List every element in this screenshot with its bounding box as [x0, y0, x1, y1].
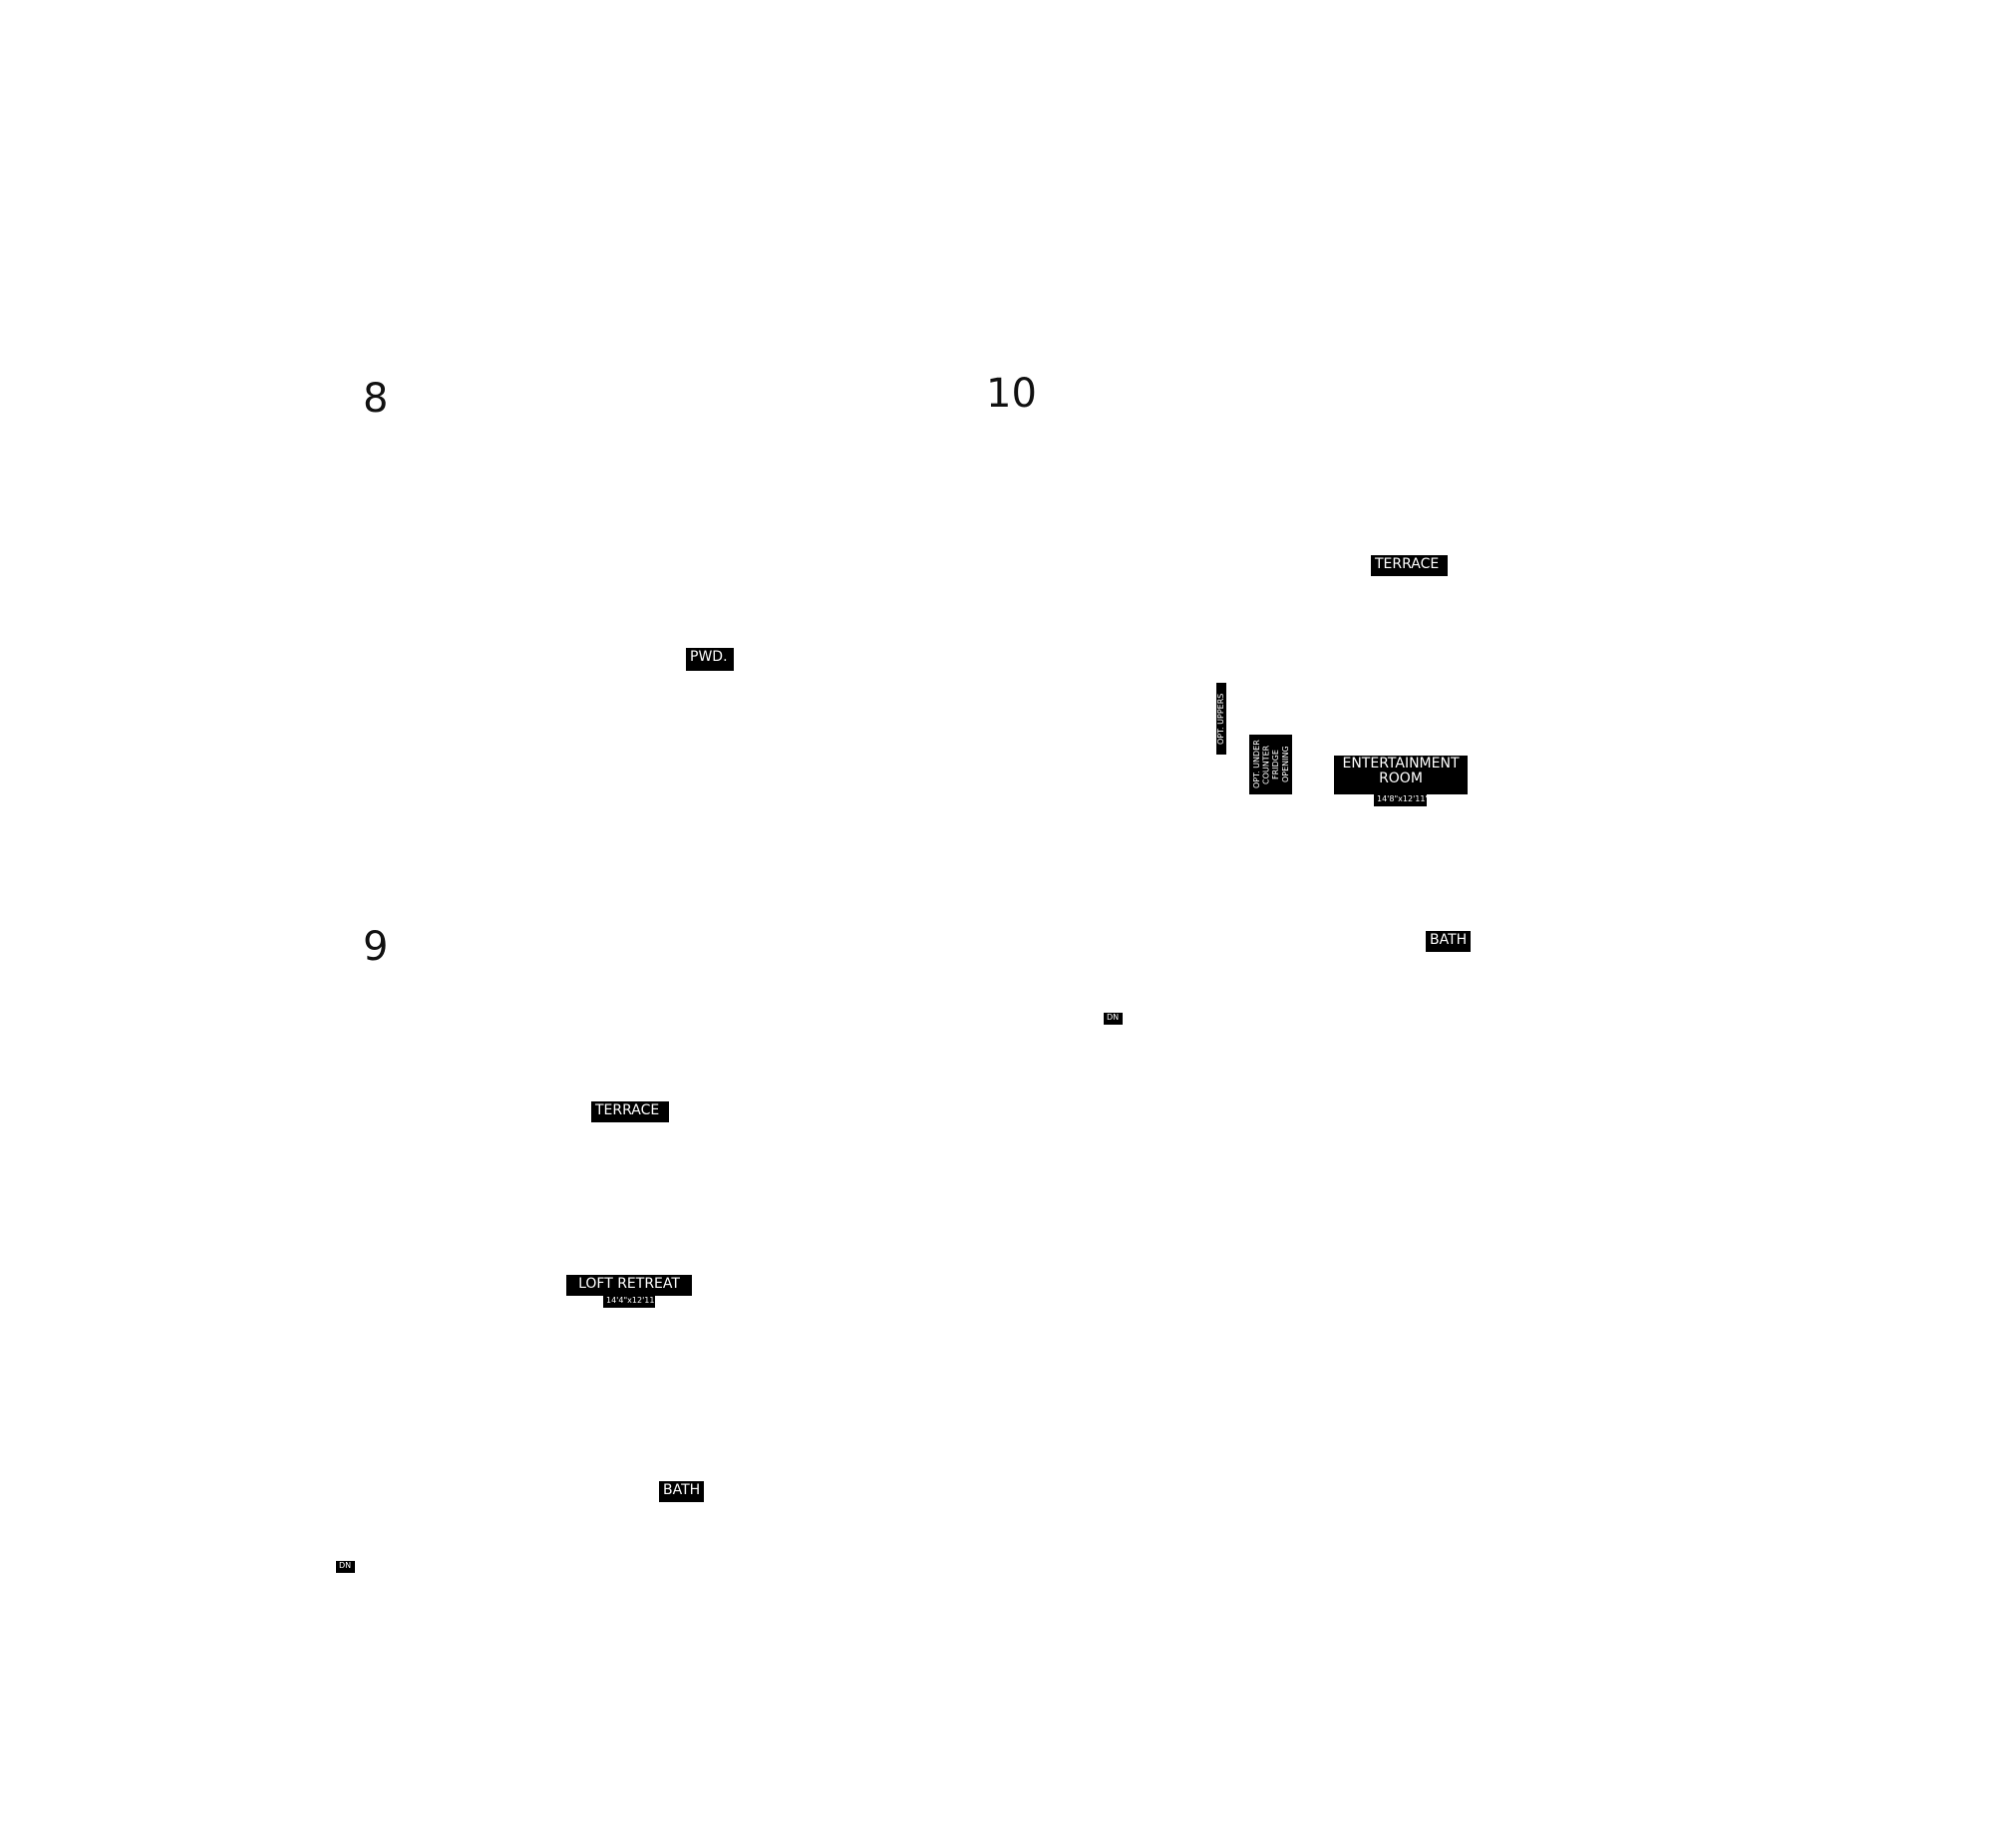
entertainment-room-label-line-2: ROOM	[1379, 770, 1423, 787]
terrace-label-plan-10: TERRACE	[1371, 555, 1448, 576]
powder-room-label: PWD.	[686, 648, 734, 671]
fridge-label-line-1: OPT. UNDER	[1252, 740, 1261, 789]
entertainment-room-dimensions: 14'8"x12'11"	[1374, 794, 1429, 806]
plan-number-10: 10	[986, 371, 1037, 417]
entertainment-room-label: ENTERTAINMENT ROOM	[1334, 756, 1468, 794]
fridge-label-line-3: FRIDGE	[1271, 750, 1281, 779]
bath-label-plan-9: BATH	[659, 1481, 704, 1502]
optional-fridge-opening-label: OPT. UNDER COUNTER FRIDGE OPENING	[1249, 735, 1292, 794]
stair-down-label-plan-9: DN	[336, 1561, 355, 1573]
optional-uppers-label: OPT. UPPERS	[1216, 683, 1226, 755]
loft-retreat-dimensions: 14'4"x12'11"	[603, 1296, 658, 1308]
loft-retreat-label: LOFT RETREAT	[566, 1275, 692, 1296]
plan-number-9: 9	[363, 924, 389, 970]
bath-label-plan-10: BATH	[1426, 931, 1471, 952]
plan-number-8: 8	[363, 376, 389, 422]
stair-down-label-plan-10: DN	[1104, 1013, 1123, 1025]
terrace-label-plan-9: TERRACE	[591, 1101, 669, 1122]
fridge-label-line-2: COUNTER	[1261, 745, 1271, 784]
entertainment-room-label-line-1: ENTERTAINMENT	[1342, 756, 1460, 771]
fridge-label-line-4: OPENING	[1280, 746, 1290, 783]
